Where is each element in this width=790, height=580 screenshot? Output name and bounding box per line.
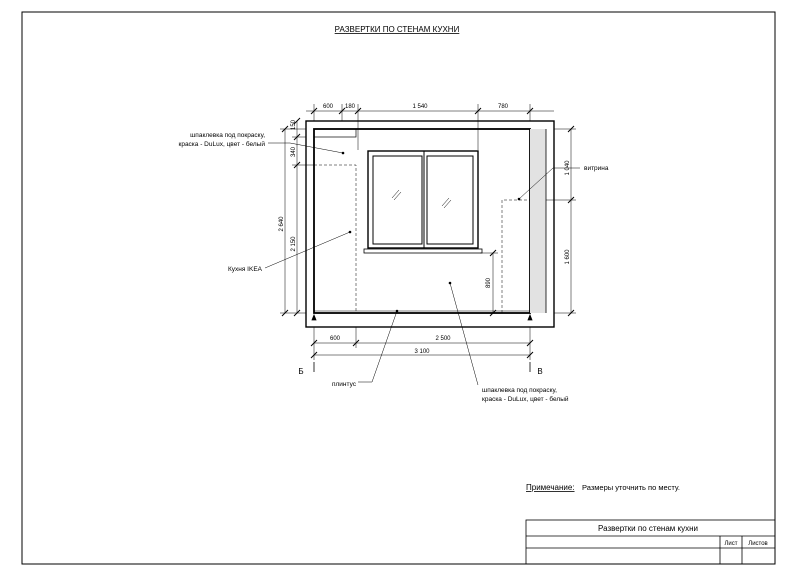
note-label: Примечание: (526, 483, 575, 492)
dim-top-780: 780 (498, 104, 509, 110)
view-mark-left: Б (298, 367, 303, 376)
right-pier-hatch (530, 129, 546, 313)
callout-baseboard: плинтус (332, 381, 357, 388)
title-block (525, 519, 776, 565)
stamp-title: Развертки по стенам кухни (598, 524, 698, 533)
window-sill (363, 248, 483, 254)
callout-showcase: витрина (584, 165, 609, 172)
dim-left-150: 150 (291, 119, 297, 130)
sheet-frame (21, 11, 776, 565)
sheet-title: РАЗВЕРТКИ ПО СТЕНАМ КУХНИ (335, 25, 460, 34)
leader-dots (341, 151, 521, 313)
leader-lines (264, 142, 580, 386)
dim-sill-890: 890 (486, 277, 492, 288)
window-sash-right (426, 155, 474, 245)
dim-right-1600: 1 600 (565, 249, 571, 265)
kitchen-outline (314, 164, 357, 313)
dim-top-600: 600 (323, 104, 334, 110)
dim-left-2150: 2 150 (291, 236, 297, 252)
dimension-ticks (281, 107, 575, 359)
wall-outer-frame (305, 120, 555, 328)
callout-finish-top-line1: шпаклевка под покраску, (190, 132, 265, 139)
dim-left-340: 340 (291, 146, 297, 157)
window-frame (367, 150, 479, 249)
stamp-sheet-label: Лист (724, 541, 737, 547)
callout-kitchen: Кухня IKEA (228, 266, 263, 273)
dim-right-1040: 1 040 (565, 160, 571, 176)
dim-bottom-600: 600 (330, 336, 341, 342)
dim-top-180: 180 (345, 104, 356, 110)
showcase-outline (501, 199, 530, 313)
view-mark-right: В (537, 367, 542, 376)
callout-finish-top-line2: краска - DuLux, цвет - белый (178, 140, 265, 148)
note-text: Размеры уточнить по месту. (582, 483, 680, 492)
stamp-sheets-label: Листов (748, 541, 768, 547)
callout-finish-bottom-line1: шпаклевка под покраску, (482, 387, 557, 394)
window-sash-left (372, 155, 423, 245)
upper-cabinet (313, 128, 357, 138)
view-markers (311, 313, 533, 372)
dim-bottom-2500: 2 500 (435, 336, 451, 342)
dim-top-1540: 1 540 (412, 104, 428, 110)
dim-left-2640: 2 640 (279, 216, 285, 232)
callout-finish-bottom-line2: краска - DuLux, цвет - белый (482, 395, 569, 403)
dim-bottom-3100: 3 100 (414, 349, 430, 355)
wall-elevation (305, 120, 555, 328)
